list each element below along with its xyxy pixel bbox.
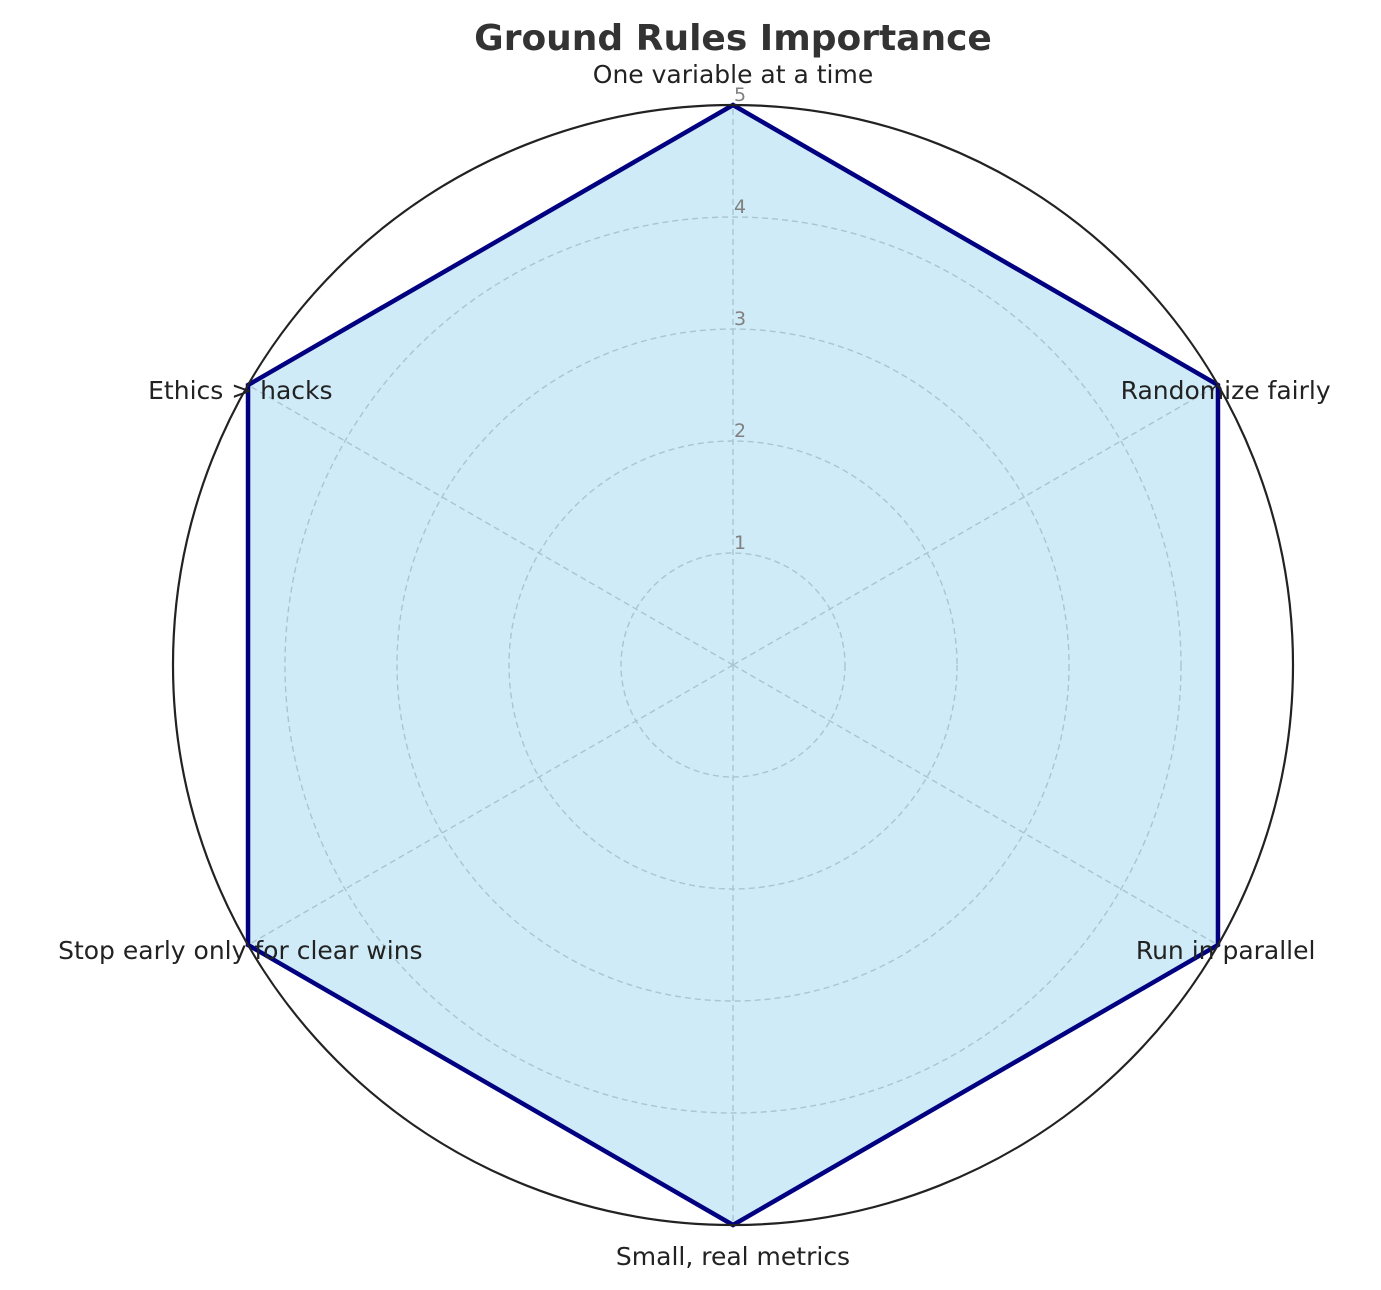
- grid-circle: [284, 216, 1182, 1114]
- polar-spine: [171, 103, 1295, 1227]
- grid-spoke: [247, 384, 734, 666]
- series-area: [248, 105, 1218, 1225]
- category-label: One variable at a time: [593, 60, 873, 89]
- grid-spoke: [732, 664, 1219, 946]
- category-label: Ethics > hacks: [148, 376, 332, 405]
- category-label: Small, real metrics: [616, 1242, 850, 1271]
- radar-series: [171, 102, 1295, 1228]
- category-label: Randomize fairly: [1121, 376, 1331, 405]
- radar-grid: [247, 105, 1219, 1225]
- radial-tick-label: 4: [734, 196, 746, 218]
- radial-tick-label: 1: [734, 532, 746, 554]
- category-label: Stop early only for clear wins: [58, 936, 422, 965]
- radial-tick-label: 2: [734, 420, 746, 442]
- grid-spoke: [732, 384, 1219, 666]
- chart-title: Ground Rules Importance: [474, 18, 992, 59]
- grid-spoke: [247, 664, 734, 946]
- radial-tick-label: 3: [734, 308, 746, 330]
- category-label: Run in parallel: [1136, 936, 1316, 965]
- radial-tick-label: 5: [734, 84, 746, 106]
